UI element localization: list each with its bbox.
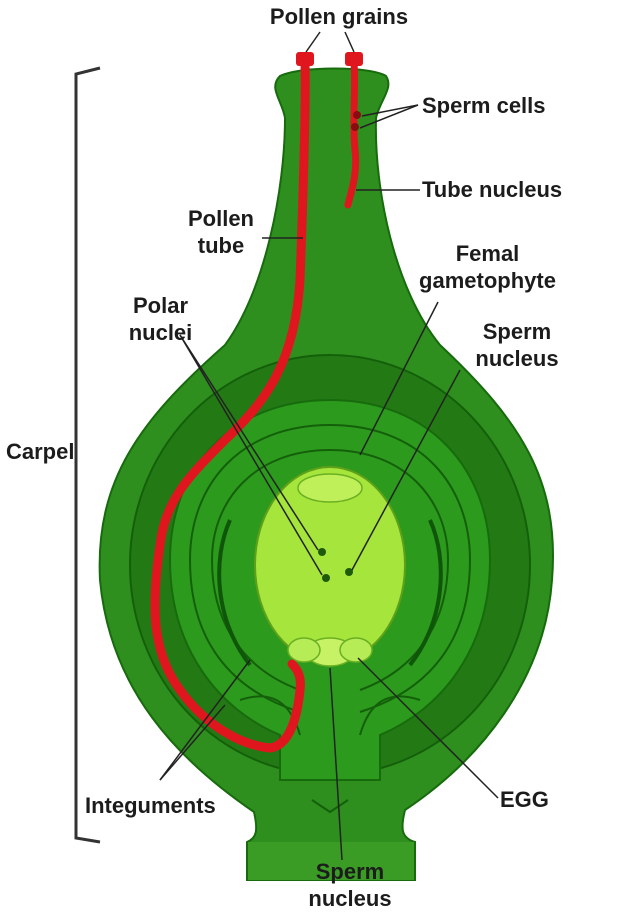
- label-pollen-grains: Pollen grains: [229, 3, 449, 30]
- label-pollen-tube: Pollen tube: [165, 205, 277, 259]
- sperm-cell-1: [353, 111, 361, 119]
- label-sperm-nucleus-right-line-2: nucleus: [452, 345, 582, 372]
- carpel-bracket: [76, 68, 100, 842]
- label-sperm-nucleus-right: Sperm nucleus: [452, 318, 582, 372]
- antipodal-cells: [298, 474, 362, 502]
- label-female-gametophyte: Femal gametophyte: [400, 240, 575, 294]
- label-sperm-cells: Sperm cells: [422, 92, 546, 119]
- label-sperm-nucleus-bottom-line-2: nucleus: [285, 885, 415, 912]
- label-integuments: Integuments: [85, 792, 216, 819]
- label-pollen-tube-line-2: tube: [165, 232, 277, 259]
- label-sperm-nucleus-right-line-1: Sperm: [452, 318, 582, 345]
- label-sperm-nucleus-bottom-line-1: Sperm: [285, 858, 415, 885]
- pollen-grain-2: [345, 52, 363, 66]
- label-carpel: Carpel: [6, 438, 74, 465]
- label-female-gametophyte-line-2: gametophyte: [400, 267, 575, 294]
- label-polar-nuclei-line-2: nuclei: [108, 319, 213, 346]
- sperm-cell-2: [351, 123, 359, 131]
- label-female-gametophyte-line-1: Femal: [400, 240, 575, 267]
- polar-nucleus-2: [322, 574, 330, 582]
- label-egg: EGG: [500, 786, 549, 813]
- synergid-left: [288, 638, 320, 662]
- label-pollen-tube-line-1: Pollen: [165, 205, 277, 232]
- polar-nucleus-1: [318, 548, 326, 556]
- label-sperm-nucleus-bottom: Sperm nucleus: [285, 858, 415, 912]
- label-polar-nuclei-line-1: Polar: [108, 292, 213, 319]
- synergid-right: [340, 638, 372, 662]
- pollen-grain-1: [296, 52, 314, 66]
- label-tube-nucleus: Tube nucleus: [422, 176, 562, 203]
- label-polar-nuclei: Polar nuclei: [108, 292, 213, 346]
